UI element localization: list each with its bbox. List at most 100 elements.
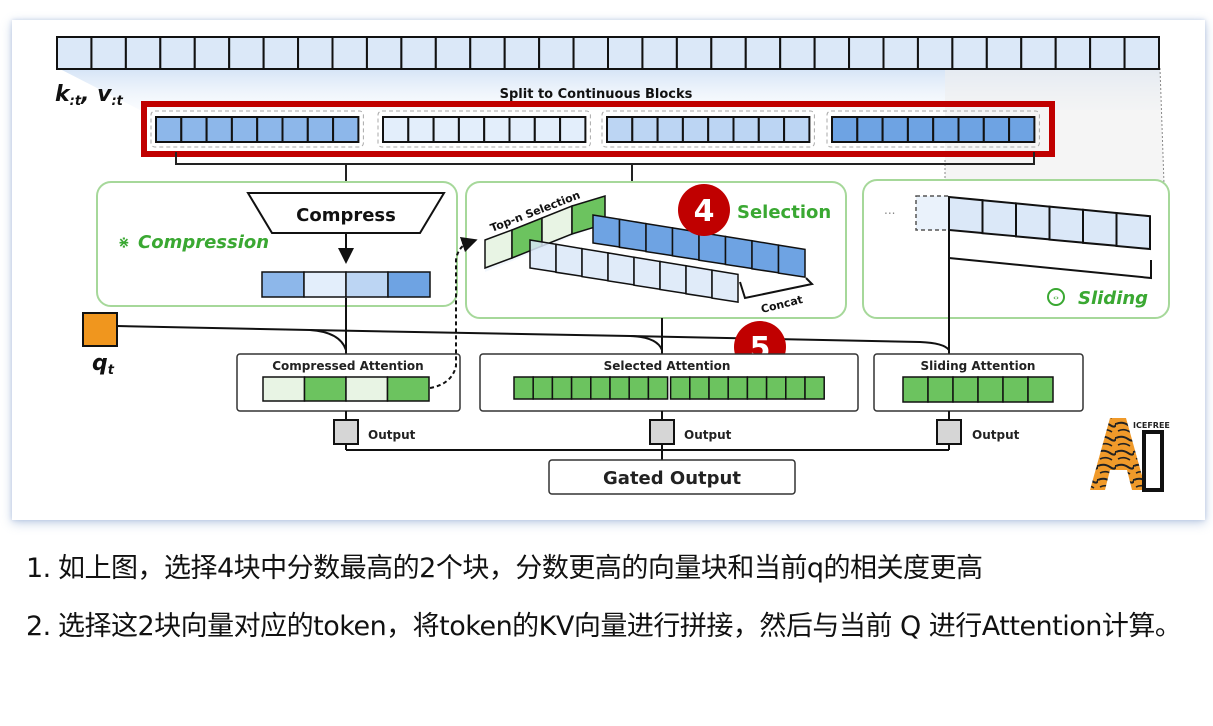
block-1-token [180,116,208,143]
sliding-attention-title: Sliding Attention [921,359,1036,373]
block-1-token [306,116,335,143]
attention-score [551,376,573,400]
sliding-title: Sliding [1078,288,1148,309]
kv-token [675,36,713,70]
kv-token [641,36,678,70]
step-badge-4-text: 4 [694,194,715,229]
block-3-token [631,116,659,143]
compressed-token [303,271,347,298]
kv-token [469,36,506,70]
selected-token [685,264,713,299]
selected-token [555,243,583,278]
block-2-token [432,116,460,143]
attention-score [765,376,787,400]
block-1-token [281,116,309,143]
block-3-token [707,116,735,143]
attention-score [902,376,929,403]
compression-icon: ⋇ [118,235,130,251]
selected-token [777,244,806,278]
block-2-token [382,116,410,143]
attention-score [647,376,669,400]
block-3-token [757,116,786,143]
kv-token [710,36,747,70]
kv-token [1020,36,1057,70]
selected-token [751,239,780,274]
svg-text:ICEFREE: ICEFREE [1133,421,1170,430]
compress-label: Compress [296,205,396,226]
item-text: 如上图，选择4块中分数最高的2个块，分数更高的向量块和当前q的相关度更高 [58,553,983,584]
selected-token [724,235,753,270]
kv-token [331,36,368,70]
selected-attention-title: Selected Attention [604,359,731,373]
selected-token [618,218,647,253]
ellipsis: ... [884,203,895,217]
block-2-token [559,116,587,143]
block-4-token [831,116,859,143]
block-1-token [155,116,183,143]
sliding-token [1048,205,1084,244]
attention-score [977,376,1004,403]
block-4-token [856,116,884,143]
block-1-token [256,116,284,143]
selected-token [607,252,635,286]
block-4-outline [826,110,1040,148]
sliding-token [948,195,984,235]
block-3-token [681,116,710,143]
compressed-token [387,271,431,298]
attention-score [669,376,691,400]
kv-token [848,36,885,70]
selected-block-front [529,239,739,303]
compressed-tokens [261,271,431,298]
block-3-token [606,116,634,143]
output-label-compressed: Output [368,428,416,442]
item-number: 1. [26,553,51,584]
gated-output-box [548,459,796,495]
kv-token [1054,36,1092,70]
attention-score [952,376,979,403]
selected-token [581,247,609,282]
block-1-token [332,116,360,143]
block-4-token [957,116,985,143]
output-gate-sliding [936,419,962,445]
selection-title: Selection [737,202,831,223]
kv-token [538,36,575,70]
step-badge-4 [678,184,730,236]
attention-score [590,376,611,400]
block-1-outline [150,110,364,148]
kv-token [1089,36,1126,70]
block-1-token [205,116,233,143]
attention-score [1027,376,1054,403]
kv-token [985,36,1023,70]
nsa-architecture-diagram: k:t, v:t Split to Continuous Blocks Comp… [55,36,1170,495]
attention-score [927,376,954,403]
selection-3d-visual: Top-n Selection Concat [484,189,815,316]
output-gate-selected [649,419,675,445]
blocks-connector [175,152,1035,165]
block-2-token [483,116,511,143]
block-2-token [533,116,562,143]
selected-token [592,214,621,248]
block-4-token [906,116,935,143]
block-3-token [732,116,760,143]
block-3-token [783,116,811,143]
kv-token [400,36,437,70]
explanation-list: 1. 如上图，选择4块中分数最高的2个块，分数更高的向量块和当前q的相关度更高 … [26,540,1206,656]
compressed-token [261,271,305,298]
kv-token [262,36,300,70]
selected-token [698,231,727,266]
kv-label: k:t, v:t [55,82,124,109]
kv-token [744,36,782,70]
block-4-token [1008,116,1036,143]
diagram-frame: k:t, v:t Split to Continuous Blocks Comp… [12,20,1205,520]
block-2-token [508,116,536,143]
kv-token [90,36,127,70]
selected-token [633,256,661,291]
sliding-icon-glyph: ‹› [1053,294,1059,302]
item-number: 2. [26,611,51,642]
continuous-blocks [150,110,1040,148]
block-1-token [230,116,259,143]
kv-token [228,36,265,70]
attention-score [609,376,630,400]
compressed-attention-title: Compressed Attention [272,359,423,373]
query-line-selected [309,329,663,351]
